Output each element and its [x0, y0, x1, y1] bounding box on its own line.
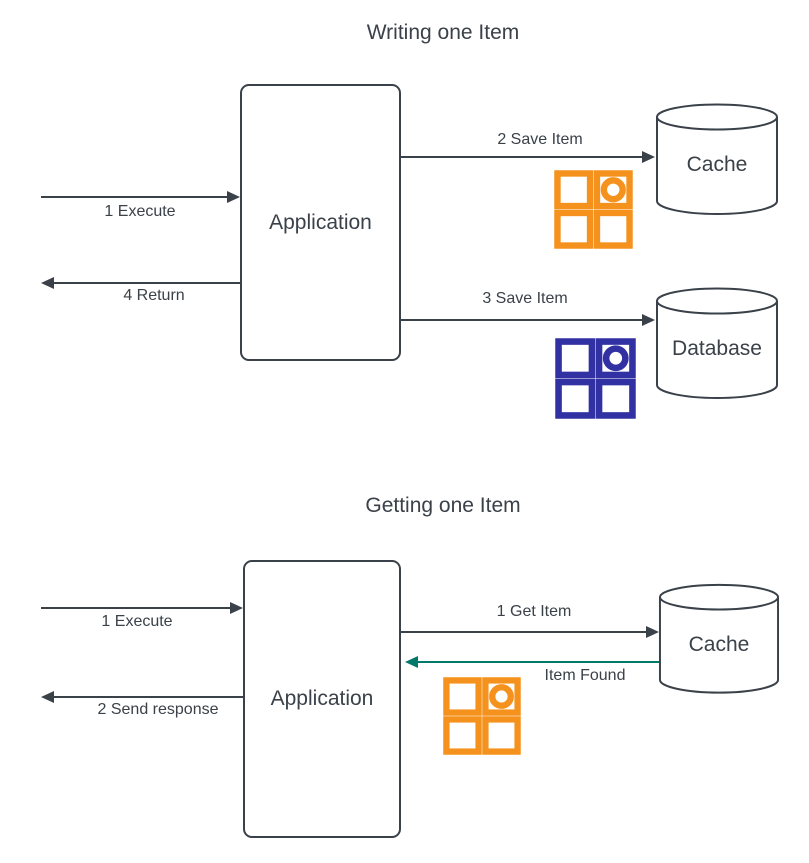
getting-item-found-arrow-line [418, 661, 659, 663]
writing-execute-arrow-line [41, 196, 227, 198]
getting-get-item-arrow-label: 1 Get Item [496, 603, 572, 620]
arrowhead-right-icon [227, 191, 240, 203]
database-cylinder-icon [656, 287, 778, 399]
getting-get-item-arrow-line [401, 631, 646, 633]
arrowhead-left-icon [405, 656, 418, 668]
writing-cache-label: Cache [686, 153, 748, 176]
writing-application-label: Application [269, 210, 372, 234]
writing-save-cache-arrow-label: 2 Save Item [497, 131, 583, 148]
writing-return-arrow-label: 4 Return [123, 287, 185, 304]
writing-return-arrow-line [54, 282, 240, 284]
getting-item-found-arrow-label: Item Found [544, 667, 626, 684]
arrowhead-left-icon [41, 277, 54, 289]
writing-database-node: Database [655, 287, 779, 400]
getting-cache-label: Cache [688, 633, 750, 656]
writing-execute-arrow-label: 1 Execute [104, 203, 176, 220]
arrowhead-left-icon [41, 691, 54, 703]
getting-execute-arrow-label: 1 Execute [101, 613, 173, 630]
arrowhead-right-icon [642, 151, 655, 163]
arrowhead-right-icon [646, 626, 659, 638]
writing-save-cache-arrow-line [401, 156, 642, 158]
getting-cache-node: Cache [658, 583, 780, 695]
writing-diagram-title: Writing one Item [366, 21, 520, 44]
getting-application-label: Application [270, 687, 374, 710]
writing-save-db-arrow-line [401, 319, 642, 321]
arrowhead-right-icon [230, 602, 243, 614]
writing-save-db-arrow-label: 3 Save Item [482, 290, 568, 307]
getting-send-response-arrow-line [54, 696, 243, 698]
cache-items-grid-icon [443, 677, 521, 755]
getting-diagram-title: Getting one Item [365, 494, 521, 517]
writing-database-label: Database [672, 337, 762, 360]
database-cylinder-icon [658, 583, 780, 694]
getting-send-response-arrow-label: 2 Send response [97, 701, 219, 718]
getting-execute-arrow-line [41, 607, 230, 609]
getting-application-node: Application [243, 560, 401, 838]
database-cylinder-icon [656, 103, 778, 215]
database-items-grid-icon [555, 338, 636, 419]
arrowhead-right-icon [642, 314, 655, 326]
writing-application-node: Application [240, 84, 401, 361]
cache-items-grid-icon [554, 170, 633, 249]
writing-cache-node: Cache [655, 103, 779, 216]
